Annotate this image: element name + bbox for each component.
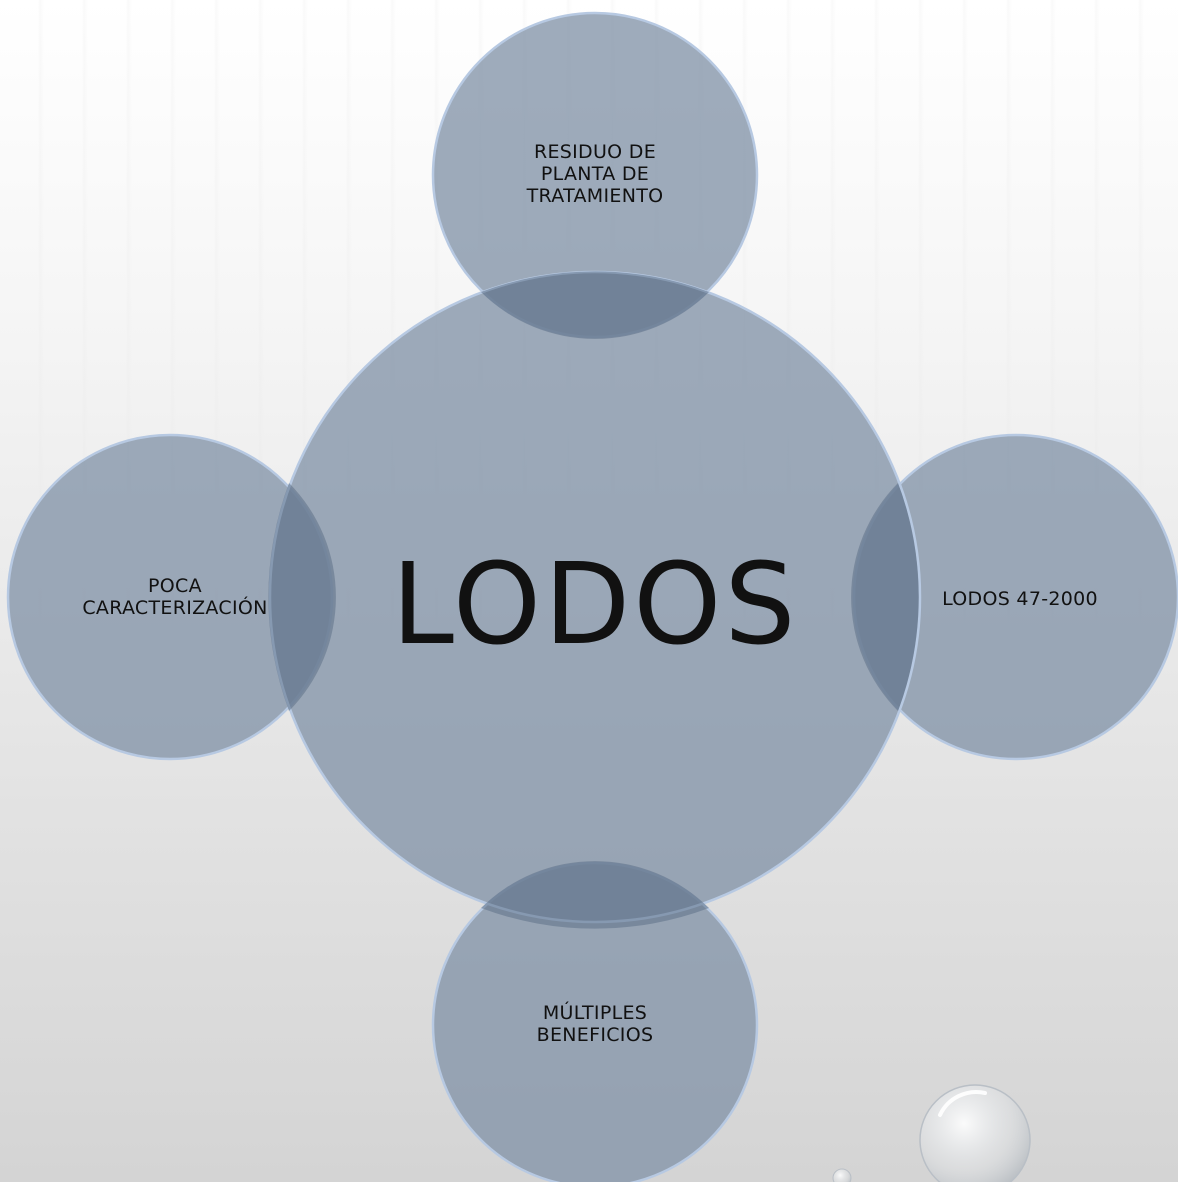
label-top: RESIDUO DE PLANTA DE TRATAMIENTO: [526, 141, 664, 207]
overlap-bottom: [481, 861, 709, 929]
label-center: LODOS: [391, 540, 799, 670]
overlap-right: [851, 483, 919, 711]
label-bottom: MÚLTIPLES BENEFICIOS: [536, 1002, 654, 1046]
water-bubble-icon: [832, 1084, 1031, 1182]
overlap-regions: [268, 271, 919, 929]
label-left: POCA CARACTERIZACIÓN: [82, 575, 268, 619]
overlap-left: [268, 483, 336, 711]
overlap-top: [481, 271, 709, 339]
label-right: LODOS 47-2000: [942, 588, 1098, 611]
